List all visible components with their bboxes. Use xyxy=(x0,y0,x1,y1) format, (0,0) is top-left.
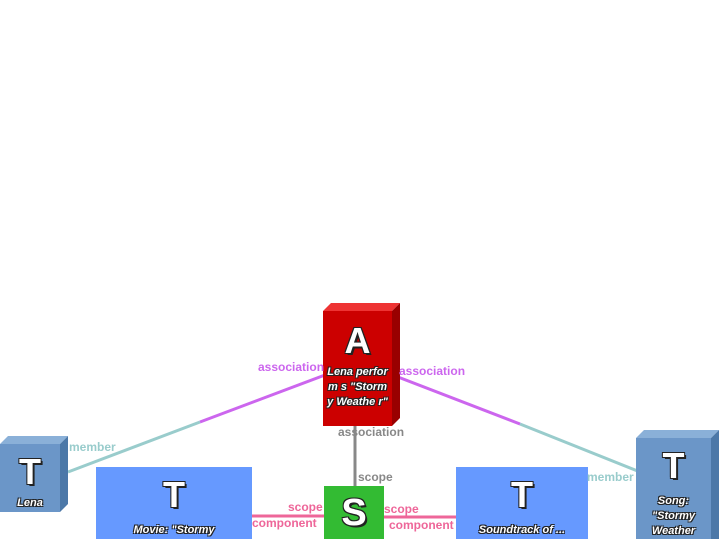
scope-node[interactable]: S xyxy=(324,486,384,539)
topic-node-movie-letter: T xyxy=(163,474,185,515)
topic-node-soundtrack-caption: Soundtrack of ... xyxy=(478,524,566,536)
label-association-center: association xyxy=(338,425,405,439)
association-edge-left xyxy=(199,373,326,424)
topic-node-soundtrack[interactable]: T Soundtrack of ... xyxy=(456,467,588,539)
topic-node-soundtrack-letter: T xyxy=(511,474,533,515)
label-association-left: association xyxy=(258,360,325,374)
scope-letter: S xyxy=(341,492,367,534)
topic-node-song-caption: Song: "Stormy Weather xyxy=(651,495,696,537)
topic-node-lena-letter: T xyxy=(19,451,41,492)
topic-node-lena-caption: Lena xyxy=(17,497,43,509)
association-edge-right xyxy=(397,375,521,426)
label-scope-right: scope xyxy=(384,502,419,516)
label-member-left: member xyxy=(69,440,116,454)
member-edge-left xyxy=(67,420,201,474)
label-association-right: association xyxy=(399,364,466,378)
association-caption: Lena perform s "Stormy Weathe r" xyxy=(327,366,388,408)
label-component-right: component xyxy=(389,518,454,532)
label-component-left: component xyxy=(252,516,317,530)
label-member-right: member xyxy=(587,470,634,484)
association-node[interactable]: A Lena perform s "Stormy Weathe r" xyxy=(323,303,400,426)
label-scope-left: scope xyxy=(288,500,323,514)
association-node-shape xyxy=(323,303,400,426)
topic-node-lena[interactable]: T Lena xyxy=(0,436,68,512)
member-edge-right xyxy=(519,422,641,474)
association-letter: A xyxy=(344,320,371,361)
topic-node-song[interactable]: T Song: "Stormy Weather xyxy=(636,430,719,539)
topic-node-lena-shape xyxy=(0,436,68,512)
topic-node-movie[interactable]: T Movie: "Stormy xyxy=(96,467,252,539)
topic-node-song-shape xyxy=(636,430,719,539)
topic-node-movie-caption: Movie: "Stormy xyxy=(133,524,215,536)
topic-node-song-letter: T xyxy=(662,445,685,486)
label-scope-top: scope xyxy=(358,470,393,484)
